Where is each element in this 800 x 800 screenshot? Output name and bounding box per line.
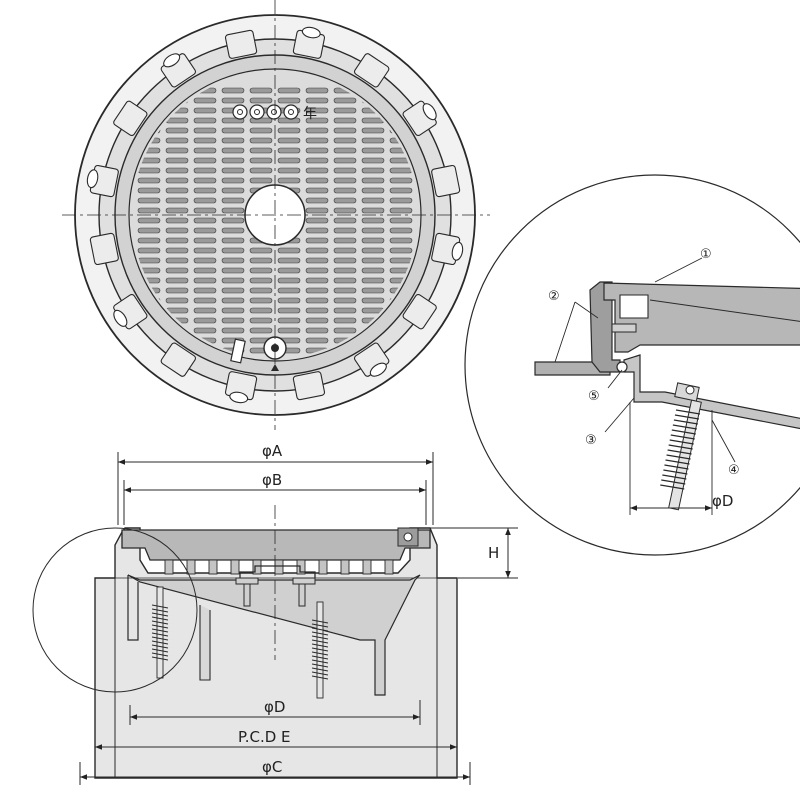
- dim-phi-d: φD: [264, 698, 285, 716]
- dim-phi-b: φB: [262, 471, 282, 489]
- dim-phi-c: φC: [262, 758, 282, 776]
- lid-ribs: [164, 559, 394, 575]
- callout-1: ①: [700, 247, 712, 262]
- callout-2: ②: [548, 289, 560, 304]
- callout-3: ③: [585, 433, 597, 448]
- dimension-lines: [79, 452, 518, 785]
- year-mark: 年: [303, 106, 317, 122]
- dim-phi-a: φA: [262, 442, 283, 460]
- springs: [151, 586, 329, 699]
- dim-h: H: [488, 544, 499, 562]
- dim-pcd-e: P.C.D E: [238, 728, 291, 746]
- lift-slot: [230, 338, 246, 364]
- date-plate: 年: [232, 104, 317, 122]
- top-view: 年: [62, 0, 490, 430]
- detail-dim-phi-d: φD: [712, 492, 733, 510]
- frame-lugs: [86, 26, 464, 404]
- lid-pattern: [137, 87, 413, 354]
- detail-view: φD: [464, 174, 800, 556]
- callout-4: ④: [728, 463, 740, 478]
- detail-spring: [660, 409, 701, 490]
- callout-5: ⑤: [588, 389, 600, 404]
- detail-circle: [32, 527, 198, 693]
